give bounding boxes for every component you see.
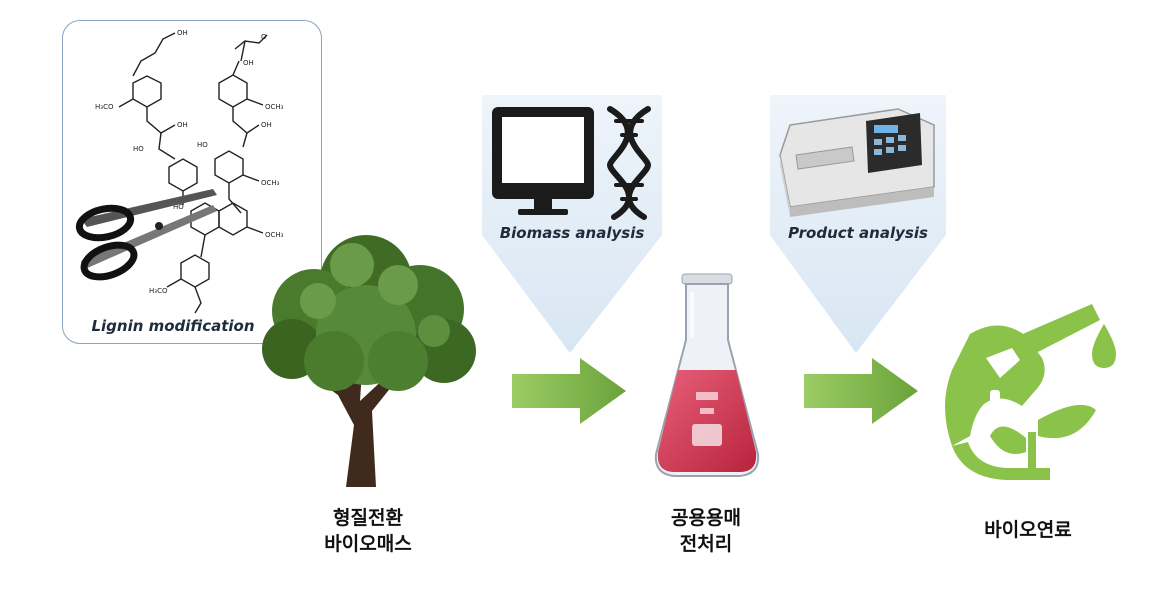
flask-caption-line2: 전처리 <box>679 533 733 555</box>
svg-text:H₃CO: H₃CO <box>95 103 114 111</box>
biomass-analysis-label: Biomass analysis <box>499 224 645 242</box>
process-arrow-2 <box>804 358 918 424</box>
biofuel-nozzle-icon <box>945 304 1116 480</box>
scissors-icon <box>75 189 217 281</box>
transgenic-biomass-caption: 형질전환 바이오매스 <box>268 505 468 557</box>
lignin-structure-icon: OH H₃CO OH HO O OH OCH₃ OH HO OCH₃ HO OC… <box>75 29 284 314</box>
tree-icon <box>262 235 476 487</box>
dna-icon <box>606 106 652 220</box>
lignin-label: Lignin modification <box>91 317 255 335</box>
svg-text:HO: HO <box>133 145 144 153</box>
svg-text:HO: HO <box>173 203 184 211</box>
process-arrow-1 <box>512 358 626 424</box>
computer-monitor-icon <box>492 107 594 215</box>
svg-text:OCH₃: OCH₃ <box>261 179 280 187</box>
svg-text:OCH₃: OCH₃ <box>265 103 284 111</box>
svg-text:OH: OH <box>261 121 272 129</box>
product-analysis-label: Product analysis <box>788 224 928 242</box>
tree-caption-line2: 바이오매스 <box>324 533 412 555</box>
svg-text:O: O <box>261 33 267 41</box>
svg-text:OCH₃: OCH₃ <box>265 231 284 239</box>
cosolvent-pretreatment-caption: 공용용매 전처리 <box>606 505 806 557</box>
biofuel-caption: 바이오연료 <box>984 519 1072 541</box>
svg-text:OH: OH <box>243 59 254 67</box>
svg-text:OH: OH <box>177 29 188 37</box>
erlenmeyer-flask-icon <box>654 273 760 477</box>
tree-caption-line1: 형질전환 <box>333 507 403 529</box>
lignin-panel: OH H₃CO OH HO O OH OCH₃ OH HO OCH₃ HO OC… <box>62 20 322 344</box>
svg-text:HO: HO <box>197 141 208 149</box>
analyzer-instrument-icon <box>779 108 935 217</box>
svg-text:OH: OH <box>177 121 188 129</box>
product-analysis-banner <box>770 95 946 353</box>
flask-caption-line1: 공용용매 <box>671 507 741 529</box>
svg-text:H₃CO: H₃CO <box>149 287 168 295</box>
biomass-analysis-banner <box>482 95 662 353</box>
